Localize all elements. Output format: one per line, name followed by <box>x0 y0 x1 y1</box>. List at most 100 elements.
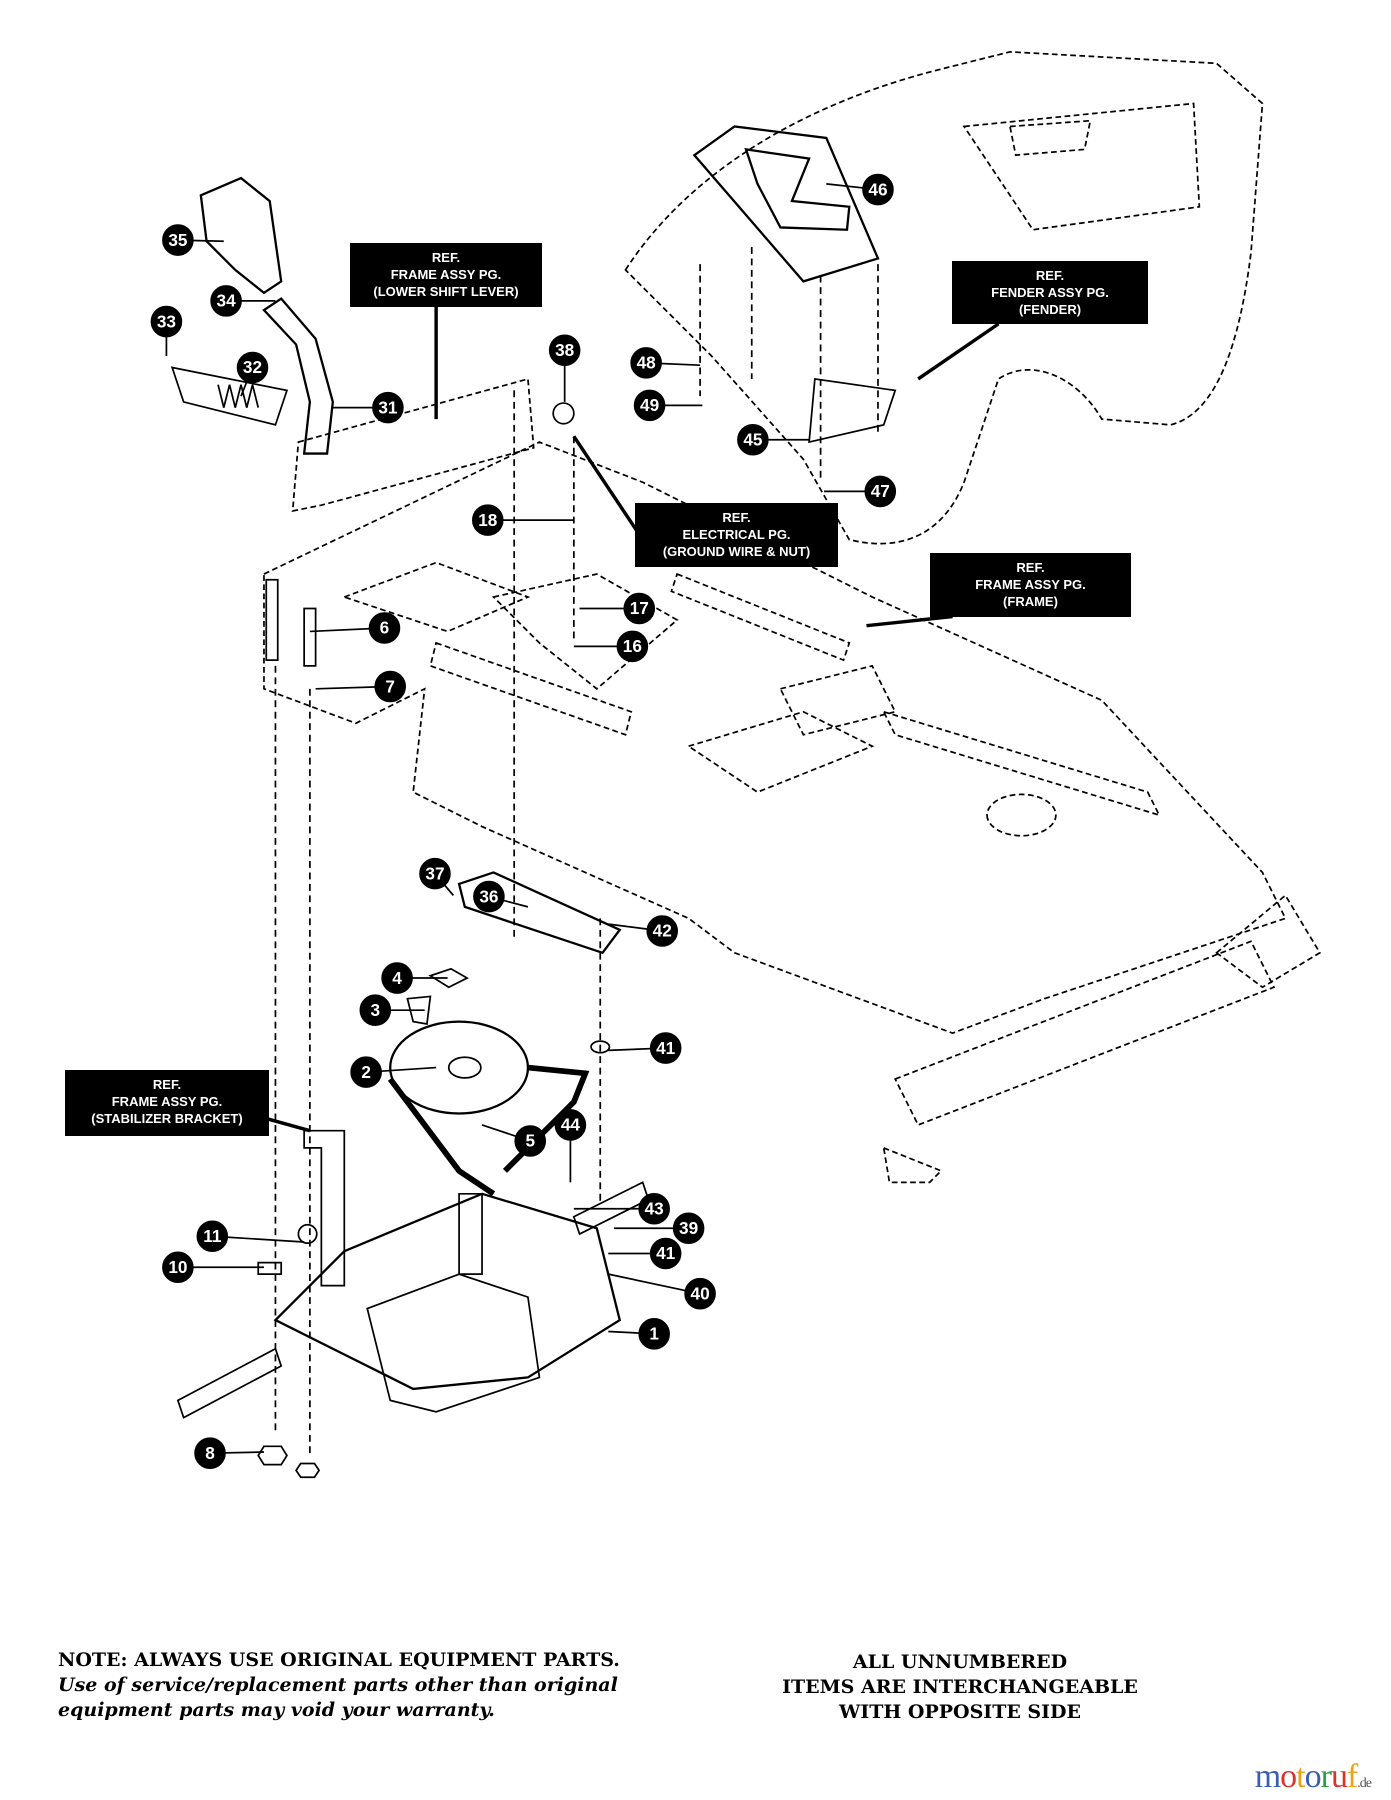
stabilizer-bracket <box>303 1129 346 1287</box>
callout-number: 8 <box>205 1443 215 1463</box>
ref-pointer <box>917 322 1000 381</box>
callout-circle <box>471 504 504 536</box>
callout-circle <box>194 1437 226 1469</box>
callout-number: 17 <box>630 598 649 618</box>
callout-number: 35 <box>168 230 188 250</box>
callout-number: 39 <box>679 1218 698 1238</box>
ref-pointer <box>866 614 953 628</box>
callout-number: 32 <box>243 357 262 377</box>
callout-circle <box>419 857 451 890</box>
frame-outline <box>263 441 1287 1035</box>
ref-page: ELECTRICAL PG. <box>682 527 791 542</box>
callout-number: 11 <box>203 1226 222 1246</box>
fastener-guides <box>274 246 879 1458</box>
callout-49: 49 <box>633 389 703 422</box>
callout-38: 38 <box>548 334 581 402</box>
shift-handle <box>199 176 283 295</box>
key <box>406 967 469 1025</box>
callout-32: 32 <box>236 351 269 397</box>
transaxle-housing <box>366 1192 541 1413</box>
callout-2: 2 <box>350 1056 437 1088</box>
callout-circle <box>554 1109 587 1141</box>
callout-1: 1 <box>608 1318 670 1350</box>
callout-37: 37 <box>419 857 454 896</box>
callout-circle <box>623 592 656 625</box>
callout-circle <box>374 670 406 703</box>
ref-pointer <box>268 1117 311 1133</box>
callout-number: 48 <box>637 353 657 373</box>
callout-18: 18 <box>471 504 574 536</box>
callout-circle <box>649 1237 682 1270</box>
callout-number: 49 <box>640 395 659 415</box>
logo-letter: o <box>1304 1758 1322 1795</box>
callout-4: 4 <box>381 962 448 994</box>
callout-8: 8 <box>194 1437 264 1469</box>
callout-circle <box>638 1318 670 1350</box>
ref-box-frame: REF. FRAME ASSY PG. (FRAME) <box>930 553 1131 617</box>
ref-page: FRAME ASSY PG. <box>975 577 1086 592</box>
logo-letter: f <box>1346 1758 1358 1795</box>
callout-42: 42 <box>608 915 678 947</box>
callout-circle <box>162 224 194 256</box>
callout-circle <box>864 475 897 508</box>
plate-bracket <box>808 377 897 444</box>
ref-box-electrical: REF. ELECTRICAL PG. (GROUND WIRE & NUT) <box>635 503 838 567</box>
callout-number: 47 <box>871 481 890 501</box>
note-original-parts: NOTE: ALWAYS USE ORIGINAL EQUIPMENT PART… <box>58 1648 658 1723</box>
note-heading: NOTE: ALWAYS USE ORIGINAL EQUIPMENT PART… <box>58 1649 620 1671</box>
ref-box-fender: REF. FENDER ASSY PG. (FENDER) <box>952 261 1148 324</box>
callout-35: 35 <box>162 224 224 256</box>
logo-letter: m <box>1254 1758 1281 1795</box>
callout-34: 34 <box>210 285 276 317</box>
transaxle <box>273 1192 622 1391</box>
callout-43: 43 <box>573 1192 670 1225</box>
callout-11: 11 <box>196 1220 305 1253</box>
note-line: ITEMS ARE INTERCHANGEABLE <box>782 1676 1138 1698</box>
callout-circle <box>236 351 269 384</box>
callout-circle <box>150 305 183 338</box>
callout-number: 46 <box>868 179 887 199</box>
callout-number: 2 <box>361 1062 371 1082</box>
callout-47: 47 <box>824 475 897 508</box>
callout-16: 16 <box>573 630 649 663</box>
callout-circle <box>372 391 404 424</box>
callout-circle <box>630 347 662 379</box>
ref-part: (STABILIZER BRACKET) <box>91 1111 243 1126</box>
callout-circle <box>350 1056 382 1088</box>
callout-number: 41 <box>656 1038 676 1058</box>
callout-number: 6 <box>380 618 390 638</box>
logo-letter: r <box>1320 1758 1332 1795</box>
callout-circle <box>162 1251 194 1284</box>
callout-10: 10 <box>162 1251 264 1284</box>
ref-part: (LOWER SHIFT LEVER) <box>373 284 519 299</box>
idler-arm <box>457 871 622 955</box>
shift-lever <box>262 297 334 455</box>
note-line: WITH OPPOSITE SIDE <box>838 1701 1082 1723</box>
callout-7: 7 <box>315 670 406 703</box>
ref-label: REF. <box>722 510 751 525</box>
callout-circle <box>646 915 678 947</box>
axle-left <box>176 1347 283 1419</box>
fasteners <box>257 402 611 1479</box>
fender-inner <box>962 102 1201 231</box>
callout-number: 5 <box>525 1131 535 1151</box>
callout-number: 7 <box>385 676 395 696</box>
ref-label: REF. <box>152 1077 182 1092</box>
callout-36: 36 <box>473 880 529 913</box>
callout-number: 31 <box>378 397 398 417</box>
callout-48: 48 <box>630 347 701 379</box>
callout-number: 36 <box>479 886 498 906</box>
callout-number: 10 <box>168 1257 187 1277</box>
callout-33: 33 <box>150 305 183 356</box>
callout-circle <box>862 173 894 206</box>
callout-number: 37 <box>425 863 444 883</box>
callout-31: 31 <box>332 391 404 424</box>
logo-letter: u <box>1330 1758 1348 1795</box>
ref-part: (FENDER) <box>1018 302 1082 317</box>
callout-6: 6 <box>309 612 401 644</box>
note-line: ALL UNNUMBERED <box>852 1651 1068 1673</box>
callout-circle <box>196 1220 229 1253</box>
ref-label: REF. <box>1016 560 1045 575</box>
callout-circle <box>381 962 413 994</box>
